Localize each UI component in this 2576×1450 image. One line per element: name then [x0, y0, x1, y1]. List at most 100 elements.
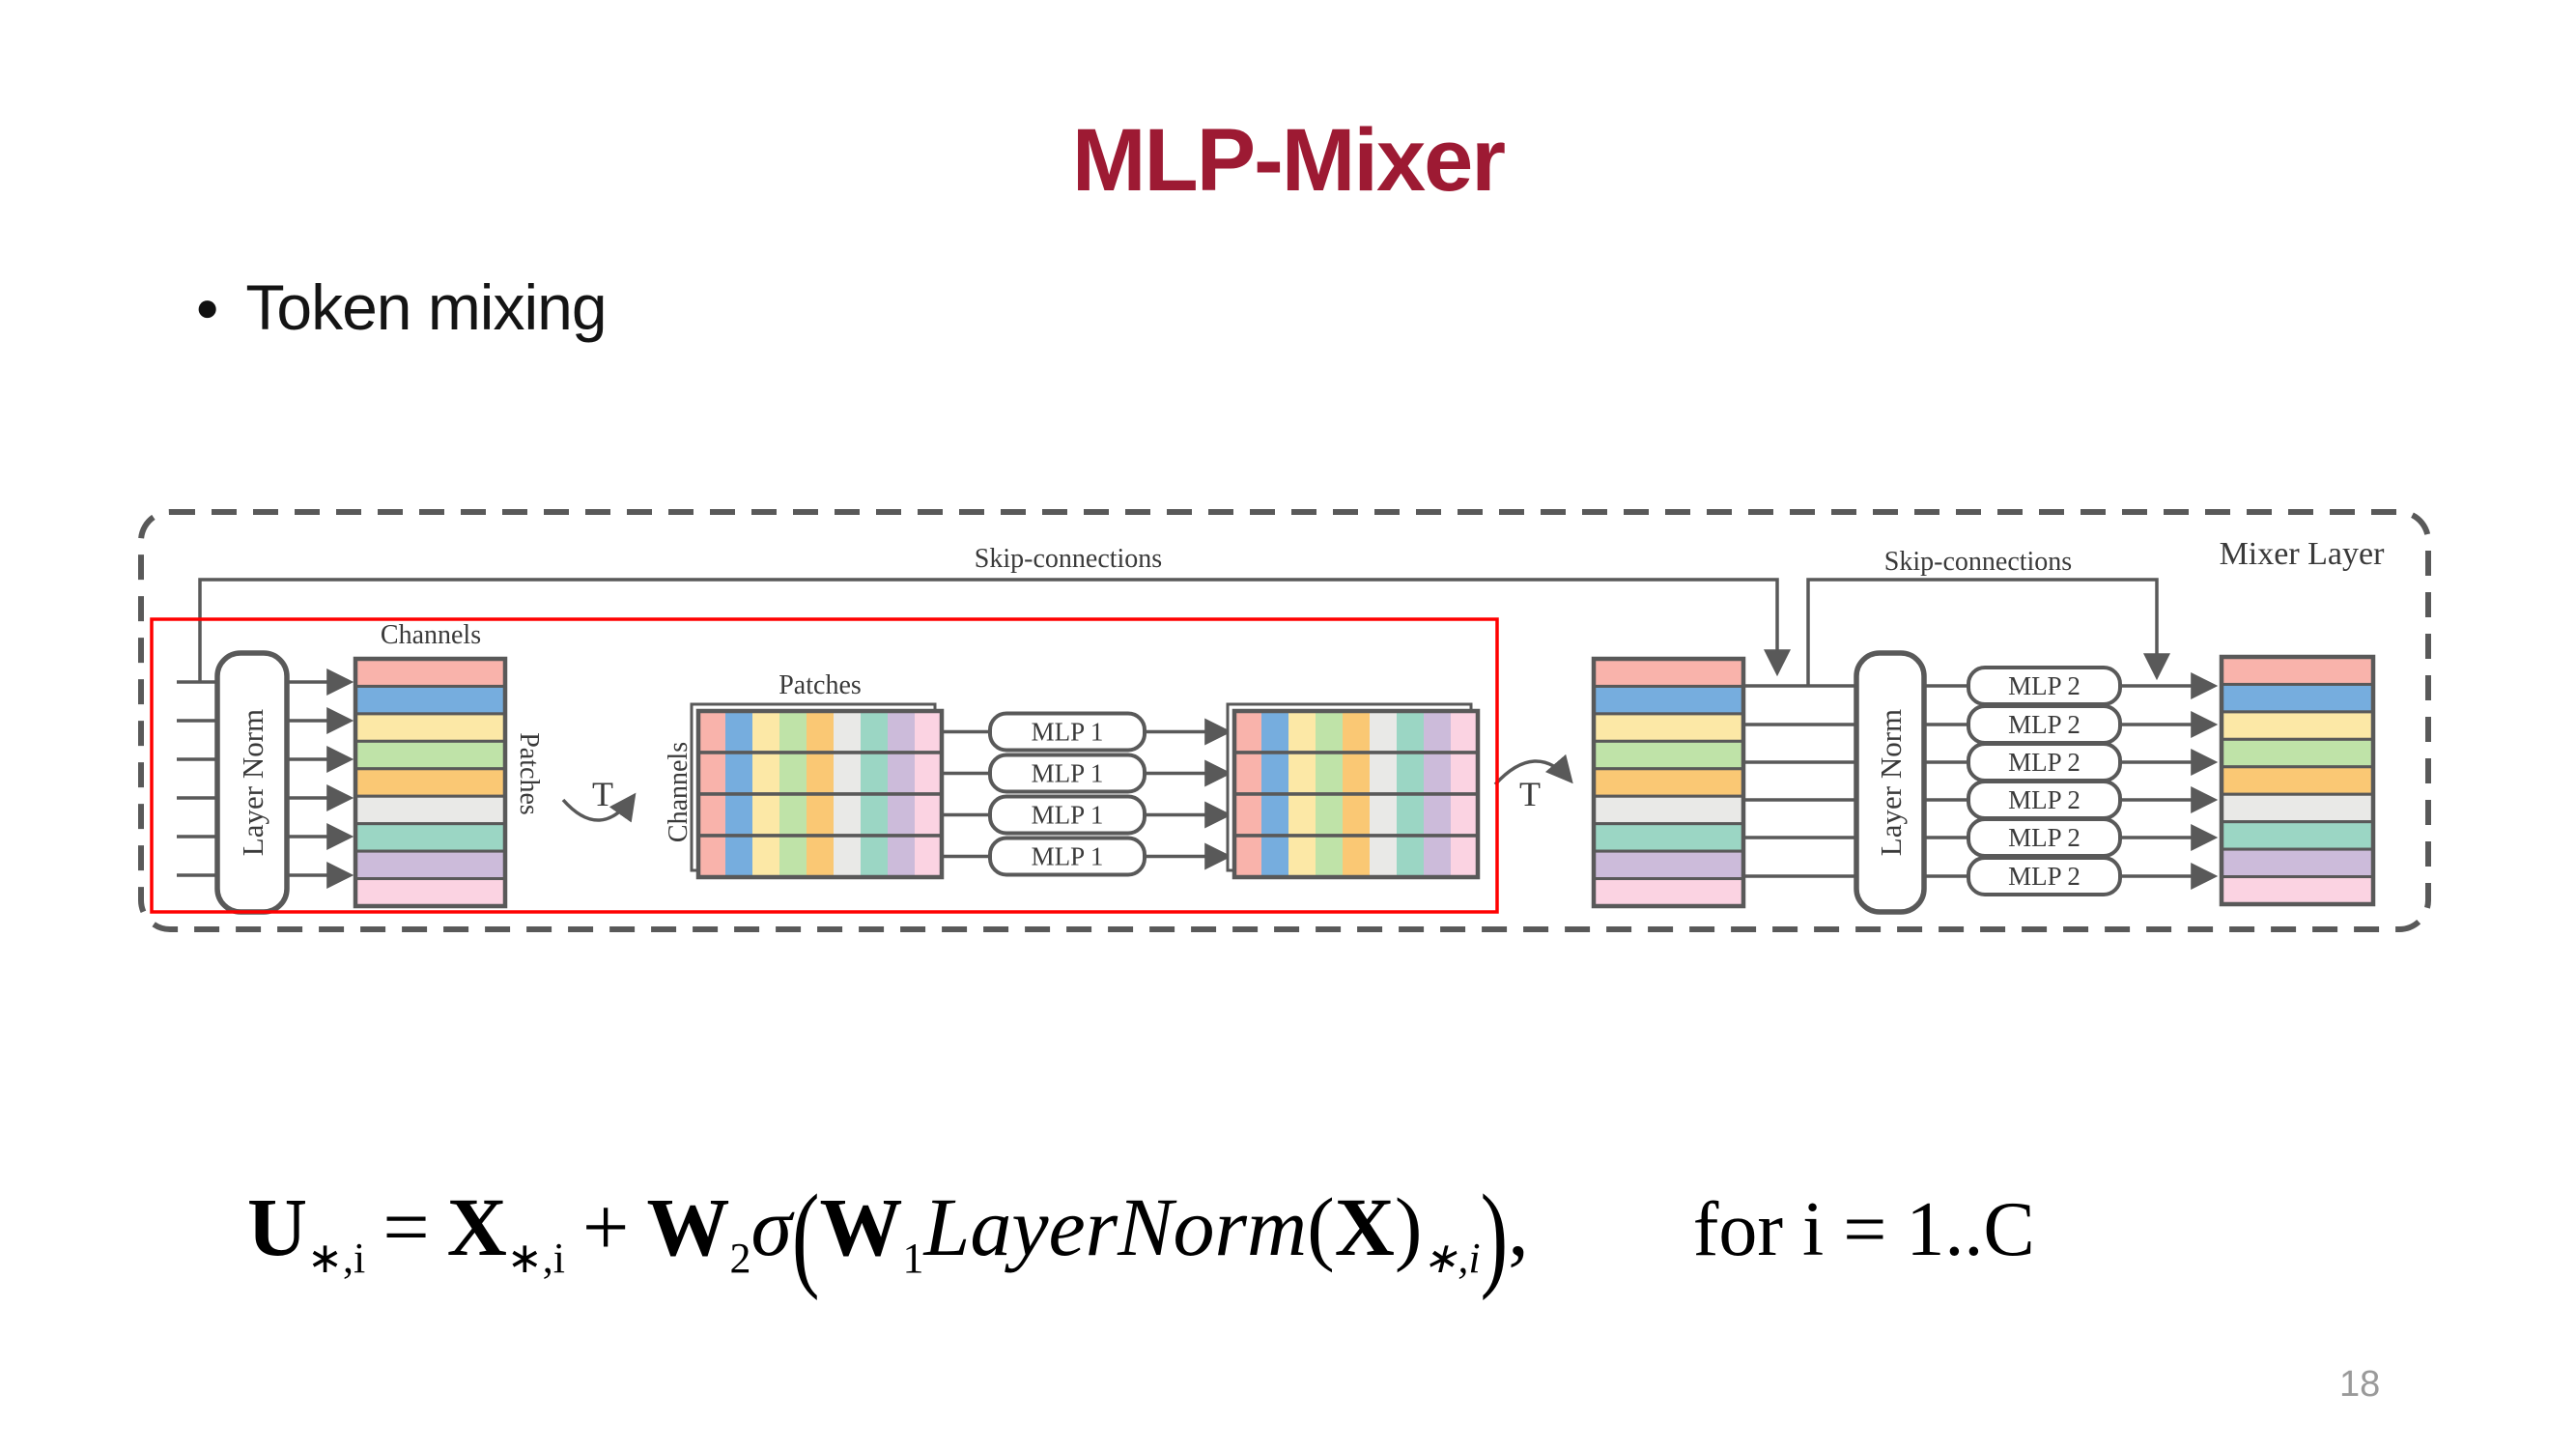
formula-condition: for i = 1..C	[1692, 1187, 2035, 1272]
transpose-right-label: T	[1519, 775, 1541, 813]
mlp1-box-label: MLP 1	[1032, 801, 1104, 830]
patch-stack-left-row	[354, 877, 507, 908]
output-stack-row	[2220, 765, 2375, 796]
formula-lparen-big: (	[791, 1169, 820, 1301]
token-table-input-cell	[807, 711, 834, 753]
token-table-input-cell	[834, 836, 861, 877]
formula-sub-ui: ∗,i	[307, 1235, 366, 1283]
mlp1-box-label: MLP 1	[1032, 842, 1104, 871]
formula-equals: =	[382, 1180, 430, 1273]
token-table-input-cell	[698, 836, 725, 877]
token-table-input-cell	[861, 711, 888, 753]
formula-x2: X	[1334, 1180, 1395, 1273]
token-table-output-cell	[1343, 711, 1370, 753]
patch-stack-right-row	[1592, 657, 1745, 688]
token-table-input-cell	[834, 794, 861, 836]
token-table-input-cell	[888, 753, 915, 794]
mixer-layer-label: Mixer Layer	[2220, 536, 2386, 572]
token-table-output-cell	[1316, 836, 1343, 877]
token-table-output-cell	[1261, 836, 1288, 877]
token-table-input-cell	[752, 836, 779, 877]
token-mixing-highlight-box	[150, 617, 1499, 914]
transpose-left-arrow	[561, 792, 637, 823]
patch-stack-right-row	[1592, 877, 1745, 908]
token-table-output-cell	[1316, 753, 1343, 794]
token-table-output-cell	[1451, 794, 1478, 836]
patch-stack-right-row	[1592, 684, 1745, 716]
token-table-output-cell	[1234, 794, 1261, 836]
token-table-output-cell	[1397, 836, 1424, 877]
token-table-input-cell	[888, 836, 915, 877]
mlp2-box-label: MLP 2	[2008, 710, 2081, 739]
token-table-output-cell	[1234, 836, 1261, 877]
token-table-output-cell	[1397, 711, 1424, 753]
token-table-output-cell	[1424, 836, 1451, 877]
token-table-input-cell	[698, 794, 725, 836]
mlp2-box-label: MLP 2	[2008, 862, 2081, 891]
patch-stack-left-row	[354, 712, 507, 743]
formula-sub-xi2: ∗,i	[1422, 1235, 1481, 1283]
token-table-input-cell	[807, 753, 834, 794]
token-table-input-cell	[752, 753, 779, 794]
output-stack-row	[2220, 710, 2375, 741]
output-stack-row	[2220, 875, 2375, 906]
patch-stack-right-row	[1592, 767, 1745, 798]
mlp2-box-label: MLP 2	[2008, 785, 2081, 814]
mlp2-box-label: MLP 2	[2008, 748, 2081, 777]
token-table-output-cell	[1424, 794, 1451, 836]
token-table-output-cell	[1343, 794, 1370, 836]
token-table-input-cell	[779, 794, 807, 836]
token-table-input-cell	[752, 794, 779, 836]
patch-stack-right-row	[1592, 822, 1745, 853]
token-table-output-cell	[1397, 794, 1424, 836]
token-table-input-cell	[915, 753, 942, 794]
token-table-input-cell	[915, 711, 942, 753]
token-table-output-cell	[1424, 753, 1451, 794]
token-table-output-cell	[1261, 794, 1288, 836]
patch-stack-left-border	[353, 656, 508, 909]
patch-stack-right-row	[1592, 712, 1745, 743]
token-table-output-cell	[1370, 753, 1397, 794]
patch-stack-right-row	[1592, 849, 1745, 881]
formula-rparen-big: )	[1480, 1169, 1509, 1301]
formula-comma: ,	[1508, 1180, 1529, 1273]
formula-plus: +	[581, 1180, 630, 1273]
patches-side-label: Patches	[514, 732, 544, 815]
mlp2-box-label: MLP 2	[2008, 823, 2081, 852]
formula-sub-xi: ∗,i	[506, 1235, 565, 1283]
page-title: MLP-Mixer	[1071, 111, 1506, 210]
token-table-output-cell	[1343, 753, 1370, 794]
skip-connections-right-label: Skip-connections	[1884, 547, 2072, 577]
transpose-left-label: T	[592, 775, 613, 813]
layer-norm-right-box	[1854, 650, 1927, 915]
token-table-output-cell	[1370, 711, 1397, 753]
token-table-input-cell	[698, 753, 725, 794]
token-table-output-cell	[1316, 711, 1343, 753]
token-mixing-formula: U∗,i=X∗,i+W2σ(W1LayerNorm(X)∗,i),for i =…	[247, 1169, 2035, 1300]
token-table-input-cell	[779, 836, 807, 877]
token-table-input-cell	[915, 836, 942, 877]
token-table-input-cell	[725, 794, 752, 836]
patch-stack-left-row	[354, 822, 507, 853]
patch-stack-right-row	[1592, 739, 1745, 771]
skip-connections-left-label: Skip-connections	[975, 544, 1162, 574]
patch-stack-left-row	[354, 657, 507, 688]
token-table-output-cell	[1288, 753, 1316, 794]
token-table-input-cell	[915, 794, 942, 836]
patch-stack-left-row	[354, 794, 507, 826]
token-table-input-cell	[861, 836, 888, 877]
token-table-output-cell	[1316, 794, 1343, 836]
patch-stack-right-row	[1592, 794, 1745, 826]
token-table-output-border	[1231, 708, 1481, 880]
bullet-icon: ●	[195, 283, 219, 329]
token-table-input-border	[695, 708, 945, 880]
token-table-input-cell	[807, 794, 834, 836]
token-table-output-cell	[1234, 711, 1261, 753]
mlp1-box-label: MLP 1	[1032, 759, 1104, 788]
patch-stack-left-row	[354, 767, 507, 798]
patch-stack-left-row	[354, 849, 507, 881]
token-table-input-cell	[725, 753, 752, 794]
token-table-output-cell	[1451, 711, 1478, 753]
token-table-output-cell	[1424, 711, 1451, 753]
